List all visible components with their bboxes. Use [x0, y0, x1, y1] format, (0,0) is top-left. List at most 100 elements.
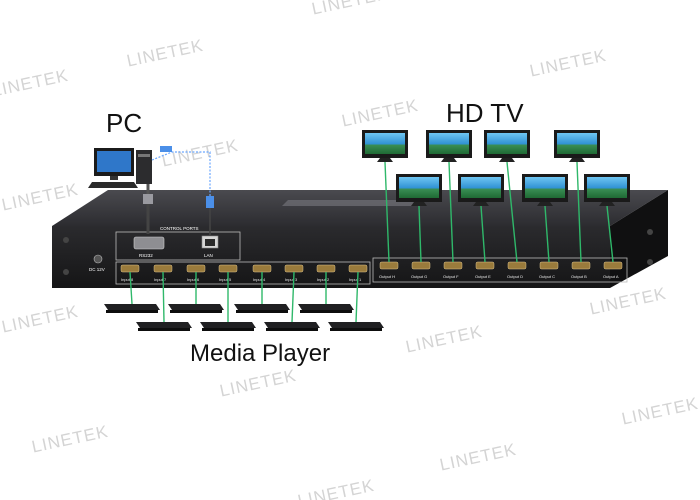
rs232-cable-connector — [143, 194, 153, 204]
lan-cable-end — [206, 196, 214, 208]
hdmi-input-port — [186, 264, 206, 273]
mount-screw — [63, 237, 69, 243]
hdtv-stand — [377, 158, 393, 162]
lan-cable — [151, 151, 211, 196]
hdmi-output-cable — [506, 161, 518, 263]
input-port-label: Input 6 — [187, 277, 200, 282]
output-port-label: Output F — [443, 274, 459, 279]
hdmi-input-cable — [291, 271, 295, 323]
pc-tower-front — [138, 154, 150, 157]
input-ports-frame — [115, 261, 371, 285]
input-port-label: Input 1 — [349, 277, 362, 282]
pc-tower — [136, 150, 152, 184]
hdmi-input-port — [153, 264, 173, 273]
mount-screw — [63, 269, 69, 275]
hdmi-output-cable — [418, 205, 422, 263]
rs232-label: RS232 — [139, 253, 153, 258]
media-player-front — [202, 328, 254, 331]
hdmi-output-port — [443, 261, 463, 270]
output-port-label: Output E — [475, 274, 491, 279]
hdtv-screen — [365, 133, 405, 154]
hdmi-output-cable — [480, 205, 486, 263]
media-player-label: Media Player — [190, 340, 331, 367]
output-port-label: Output H — [379, 274, 395, 279]
media-player-front — [300, 310, 352, 313]
hdmi-output-cable — [606, 205, 614, 263]
media-player-box — [136, 322, 192, 328]
control-ports-frame — [115, 231, 241, 261]
hd-tvs — [362, 130, 630, 263]
pc-label: PC — [106, 108, 143, 138]
power-jack — [93, 254, 103, 264]
rs232-port — [133, 236, 165, 250]
device-top-label-strip — [282, 200, 426, 206]
hdtv-stand — [411, 202, 427, 206]
media-players — [104, 271, 384, 331]
control-ports-label: CONTROL PORTS — [160, 226, 199, 231]
hdtv-screen — [525, 177, 565, 198]
input-port-label: Input 4 — [253, 277, 266, 282]
media-player-front — [106, 310, 158, 313]
hdmi-output-port — [507, 261, 527, 270]
hdmi-output-port — [539, 261, 559, 270]
hdmi-output-cable — [576, 161, 582, 263]
hdmi-input-port — [284, 264, 304, 273]
hdtv-screen — [399, 177, 439, 198]
media-player-front — [138, 328, 190, 331]
media-player-box — [298, 304, 354, 310]
hdtv-screen — [557, 133, 597, 154]
hdtv-label: HD TV — [446, 98, 524, 128]
output-port-label: Output D — [507, 274, 523, 279]
input-port-label: Input 3 — [285, 277, 298, 282]
hdtv-stand — [499, 158, 515, 162]
hdmi-output-port — [379, 261, 399, 270]
mount-screw — [647, 229, 653, 235]
hdmi-output-port — [571, 261, 591, 270]
input-port-label: Input 5 — [219, 277, 232, 282]
media-player-box — [200, 322, 256, 328]
output-port-label: Output C — [539, 274, 555, 279]
hdtv-stand — [473, 202, 489, 206]
device-side — [610, 190, 668, 288]
hdmi-input-port — [120, 264, 140, 273]
hdmi-input-port — [252, 264, 272, 273]
input-port-label: Input 2 — [317, 277, 330, 282]
hdtv-stand — [599, 202, 615, 206]
hdtv-screen — [487, 133, 527, 154]
pc-keyboard — [88, 182, 138, 188]
hdtv-stand — [569, 158, 585, 162]
pc-monitor-screen — [97, 151, 131, 172]
pc-computer — [88, 146, 214, 236]
hdmi-input-cable — [129, 271, 133, 305]
hdtv-screen — [429, 133, 469, 154]
output-port-label: Output G — [411, 274, 427, 279]
hdmi-output-cable — [544, 205, 550, 263]
hdmi-input-port — [316, 264, 336, 273]
power-label: DC 12V — [89, 267, 105, 272]
hdtv-stand — [441, 158, 457, 162]
output-port-label: Output A — [603, 274, 619, 279]
media-player-front — [266, 328, 318, 331]
media-player-box — [168, 304, 224, 310]
hdmi-output-cable — [448, 161, 454, 263]
output-ports-frame — [372, 257, 628, 283]
media-player-box — [234, 304, 290, 310]
hdmi-output-port — [411, 261, 431, 270]
output-ports: Output H Output G Output F Output E Output D… — [379, 261, 623, 279]
device-back-panel — [52, 226, 610, 288]
input-port-label: Input 8 — [121, 277, 134, 282]
pc-monitor-stand — [110, 176, 118, 180]
media-player-front — [330, 328, 382, 331]
media-player-front — [236, 310, 288, 313]
hdmi-output-port — [603, 261, 623, 270]
hdmi-input-cable — [355, 271, 359, 323]
hdtv-screen — [587, 177, 627, 198]
input-port-label: Input 7 — [154, 277, 167, 282]
hdtv-stand — [537, 202, 553, 206]
lan-label: LAN — [204, 253, 213, 258]
hdtv-screen — [461, 177, 501, 198]
output-port-label: Output B — [571, 274, 587, 279]
hdmi-output-cable — [384, 161, 390, 263]
